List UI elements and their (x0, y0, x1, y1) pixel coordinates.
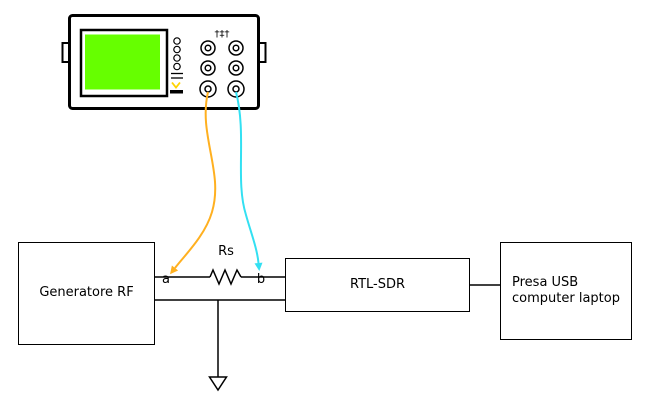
knob (200, 40, 216, 56)
oscilloscope-yellow-marker (171, 81, 181, 89)
knob (228, 60, 244, 76)
usb-label-line2: computer laptop (512, 291, 620, 306)
generator-label: Generatore RF (39, 285, 134, 301)
panel-button (173, 62, 181, 71)
panel-button (173, 54, 181, 62)
rtlsdr-label: RTL-SDR (349, 276, 406, 292)
oscilloscope-knobs (200, 40, 244, 76)
resistor-symbol (209, 268, 242, 286)
oscilloscope-side-buttons (173, 37, 181, 71)
node-label-b: b (256, 272, 266, 287)
usb-label: Presa USB computer laptop (512, 275, 620, 308)
probe-cable-a-arrowhead (170, 265, 179, 275)
probe-cable-b (235, 91, 263, 271)
oscilloscope-screen (85, 34, 160, 90)
knob (200, 60, 216, 76)
circuit-wiring (155, 268, 500, 392)
bnc-connector (227, 80, 245, 98)
oscilloscope-switch-marks (171, 72, 183, 79)
usb-label-line1: Presa USB (512, 274, 579, 290)
rtlsdr-box: RTL-SDR (285, 258, 470, 312)
probe-cable-a-wire (174, 91, 217, 269)
resistor-label: Rs (218, 244, 234, 259)
panel-button (173, 45, 181, 54)
probe-cable-b-arrowhead (254, 262, 263, 271)
knob (228, 40, 244, 56)
probe-cable-a (170, 91, 217, 275)
node-label-a: a (162, 272, 170, 287)
generator-box: Generatore RF (18, 242, 155, 345)
probe-cable-b-wire (235, 91, 260, 264)
knob-cap (232, 44, 240, 52)
knob-cap (204, 64, 212, 72)
oscilloscope: †‡† (61, 14, 267, 110)
usb-box: Presa USB computer laptop (500, 242, 632, 340)
oscilloscope-black-bar (170, 90, 183, 94)
panel-button (173, 37, 181, 45)
knob-cap (204, 44, 212, 52)
ground-symbol (208, 376, 228, 392)
oscilloscope-panel-marking: †‡† (215, 29, 230, 40)
knob-cap (232, 64, 240, 72)
